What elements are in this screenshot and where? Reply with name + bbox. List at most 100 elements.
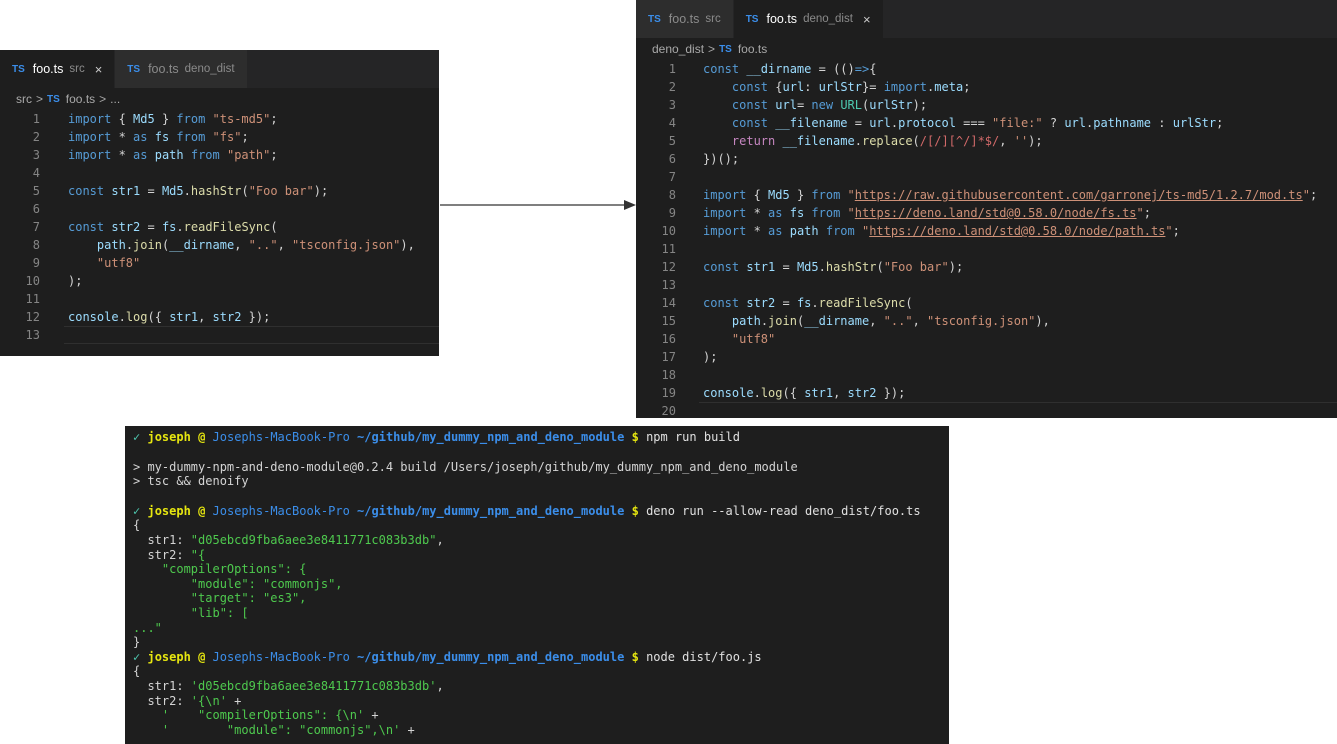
code-token: const xyxy=(731,116,776,130)
code-line: 18 xyxy=(636,366,1337,384)
code-token: readFileSync xyxy=(183,220,271,234)
terminal-string: ' "module": "commonjs",\n' xyxy=(161,722,401,737)
code-token: " xyxy=(861,224,870,238)
code-token: import xyxy=(883,80,928,94)
terminal-line: > my-dummy-npm-and-deno-module@0.2.4 bui… xyxy=(125,460,949,475)
code-token: , xyxy=(277,238,293,252)
code-token: fs xyxy=(154,130,177,144)
terminal-line: ' "compilerOptions": {\n' + xyxy=(125,708,949,723)
code-line: 11 xyxy=(636,240,1337,258)
prompt-path: ~/github/my_dummy_npm_and_deno_module xyxy=(357,430,625,444)
code-token: ; xyxy=(1143,206,1151,220)
code-line: 10); xyxy=(0,272,439,290)
checkmark-icon: ✓ xyxy=(133,430,141,444)
code-token: urlStr xyxy=(1172,116,1217,130)
line-number: 1 xyxy=(668,62,676,76)
code-token: as xyxy=(768,206,790,220)
line-number: 11 xyxy=(661,242,676,256)
code-token: hashStr xyxy=(825,260,877,274)
breadcrumb-folder[interactable]: src xyxy=(16,92,32,106)
code-token: join xyxy=(768,314,797,328)
code-line: 4 xyxy=(0,164,439,182)
line-number: 9 xyxy=(668,206,676,220)
line-number: 20 xyxy=(661,404,676,418)
code-token: from xyxy=(176,130,213,144)
breadcrumb-file[interactable]: foo.ts xyxy=(65,92,96,106)
terminal-punct: + xyxy=(364,708,379,723)
breadcrumb-file[interactable]: foo.ts xyxy=(737,42,768,56)
code-token: "fs" xyxy=(212,130,242,144)
code-line: 11 xyxy=(0,290,439,308)
code-token: = xyxy=(796,98,812,112)
breadcrumb-folder[interactable]: deno_dist xyxy=(652,42,705,56)
close-icon[interactable]: × xyxy=(862,11,871,27)
typescript-icon: TS xyxy=(12,63,25,75)
code-token: = (() xyxy=(811,62,855,76)
terminal-line: str1: 'd05ebcd9fba6aee3e8411771c083b3db'… xyxy=(125,679,949,694)
code-token: "utf8" xyxy=(96,256,141,270)
code-token: } xyxy=(154,112,177,126)
code-token: from xyxy=(825,224,862,238)
line-number: 19 xyxy=(661,386,676,400)
code-token: , xyxy=(912,314,928,328)
line-number: 12 xyxy=(25,310,40,324)
code-token: __dirname xyxy=(169,238,235,252)
code-line: 13 xyxy=(636,276,1337,294)
code-token: "tsconfig.json" xyxy=(927,314,1036,328)
code-token: = xyxy=(140,184,162,198)
code-token: path xyxy=(789,224,826,238)
breadcrumb-separator: > xyxy=(99,92,107,106)
terminal-output-text: { xyxy=(133,518,141,533)
code-token: ; xyxy=(1172,224,1180,238)
code-line: 15 path.join(__dirname, "..", "tsconfig.… xyxy=(636,312,1337,330)
terminal-string: ' "compilerOptions": {\n' xyxy=(161,708,365,723)
prompt-symbol: $ xyxy=(631,503,639,518)
code-token: import xyxy=(703,188,754,202)
prompt-symbol: $ xyxy=(631,649,639,664)
terminal-string: "target": "es3", xyxy=(133,591,307,606)
terminal-output[interactable]: ✓ joseph @ Josephs-MacBook-Pro ~/github/… xyxy=(125,426,949,744)
code-token: hashStr xyxy=(190,184,242,198)
line-number: 18 xyxy=(661,368,676,382)
line-number: 6 xyxy=(668,152,676,166)
line-number: 3 xyxy=(32,148,40,162)
terminal-key: str2: xyxy=(133,547,191,562)
code-token: . xyxy=(183,184,191,198)
right-breadcrumb: deno_dist > TS foo.ts xyxy=(636,38,1337,60)
code-token: url xyxy=(782,80,805,94)
code-token: ({ xyxy=(147,310,170,324)
code-token: new xyxy=(811,98,841,112)
terminal-punct: , xyxy=(436,678,444,693)
line-number: 4 xyxy=(668,116,676,130)
terminal-line: "lib": [ xyxy=(125,606,949,621)
code-token: . xyxy=(818,260,826,274)
terminal-line: "module": "commonjs", xyxy=(125,577,949,592)
line-number: 13 xyxy=(661,278,676,292)
line-number: 12 xyxy=(661,260,676,274)
code-token: ); xyxy=(1028,134,1043,148)
terminal-line: { xyxy=(125,518,949,533)
close-icon[interactable]: × xyxy=(94,61,103,77)
code-token xyxy=(703,314,732,328)
code-token: console xyxy=(703,386,754,400)
typescript-icon: TS xyxy=(745,13,759,25)
code-line: 20 xyxy=(636,402,1337,418)
code-token: === xyxy=(955,116,993,130)
breadcrumb-symbol[interactable]: ... xyxy=(110,92,121,106)
code-token: from xyxy=(190,148,227,162)
code-line: 17); xyxy=(636,348,1337,366)
code-token: . xyxy=(760,314,769,328)
code-token: ( xyxy=(876,260,884,274)
tabbar-filler xyxy=(247,50,249,88)
code-token: "ts-md5" xyxy=(212,112,271,126)
code-token: ), xyxy=(1035,314,1050,328)
line-number: 13 xyxy=(25,328,40,342)
terminal-string: '{\n' xyxy=(190,693,227,708)
